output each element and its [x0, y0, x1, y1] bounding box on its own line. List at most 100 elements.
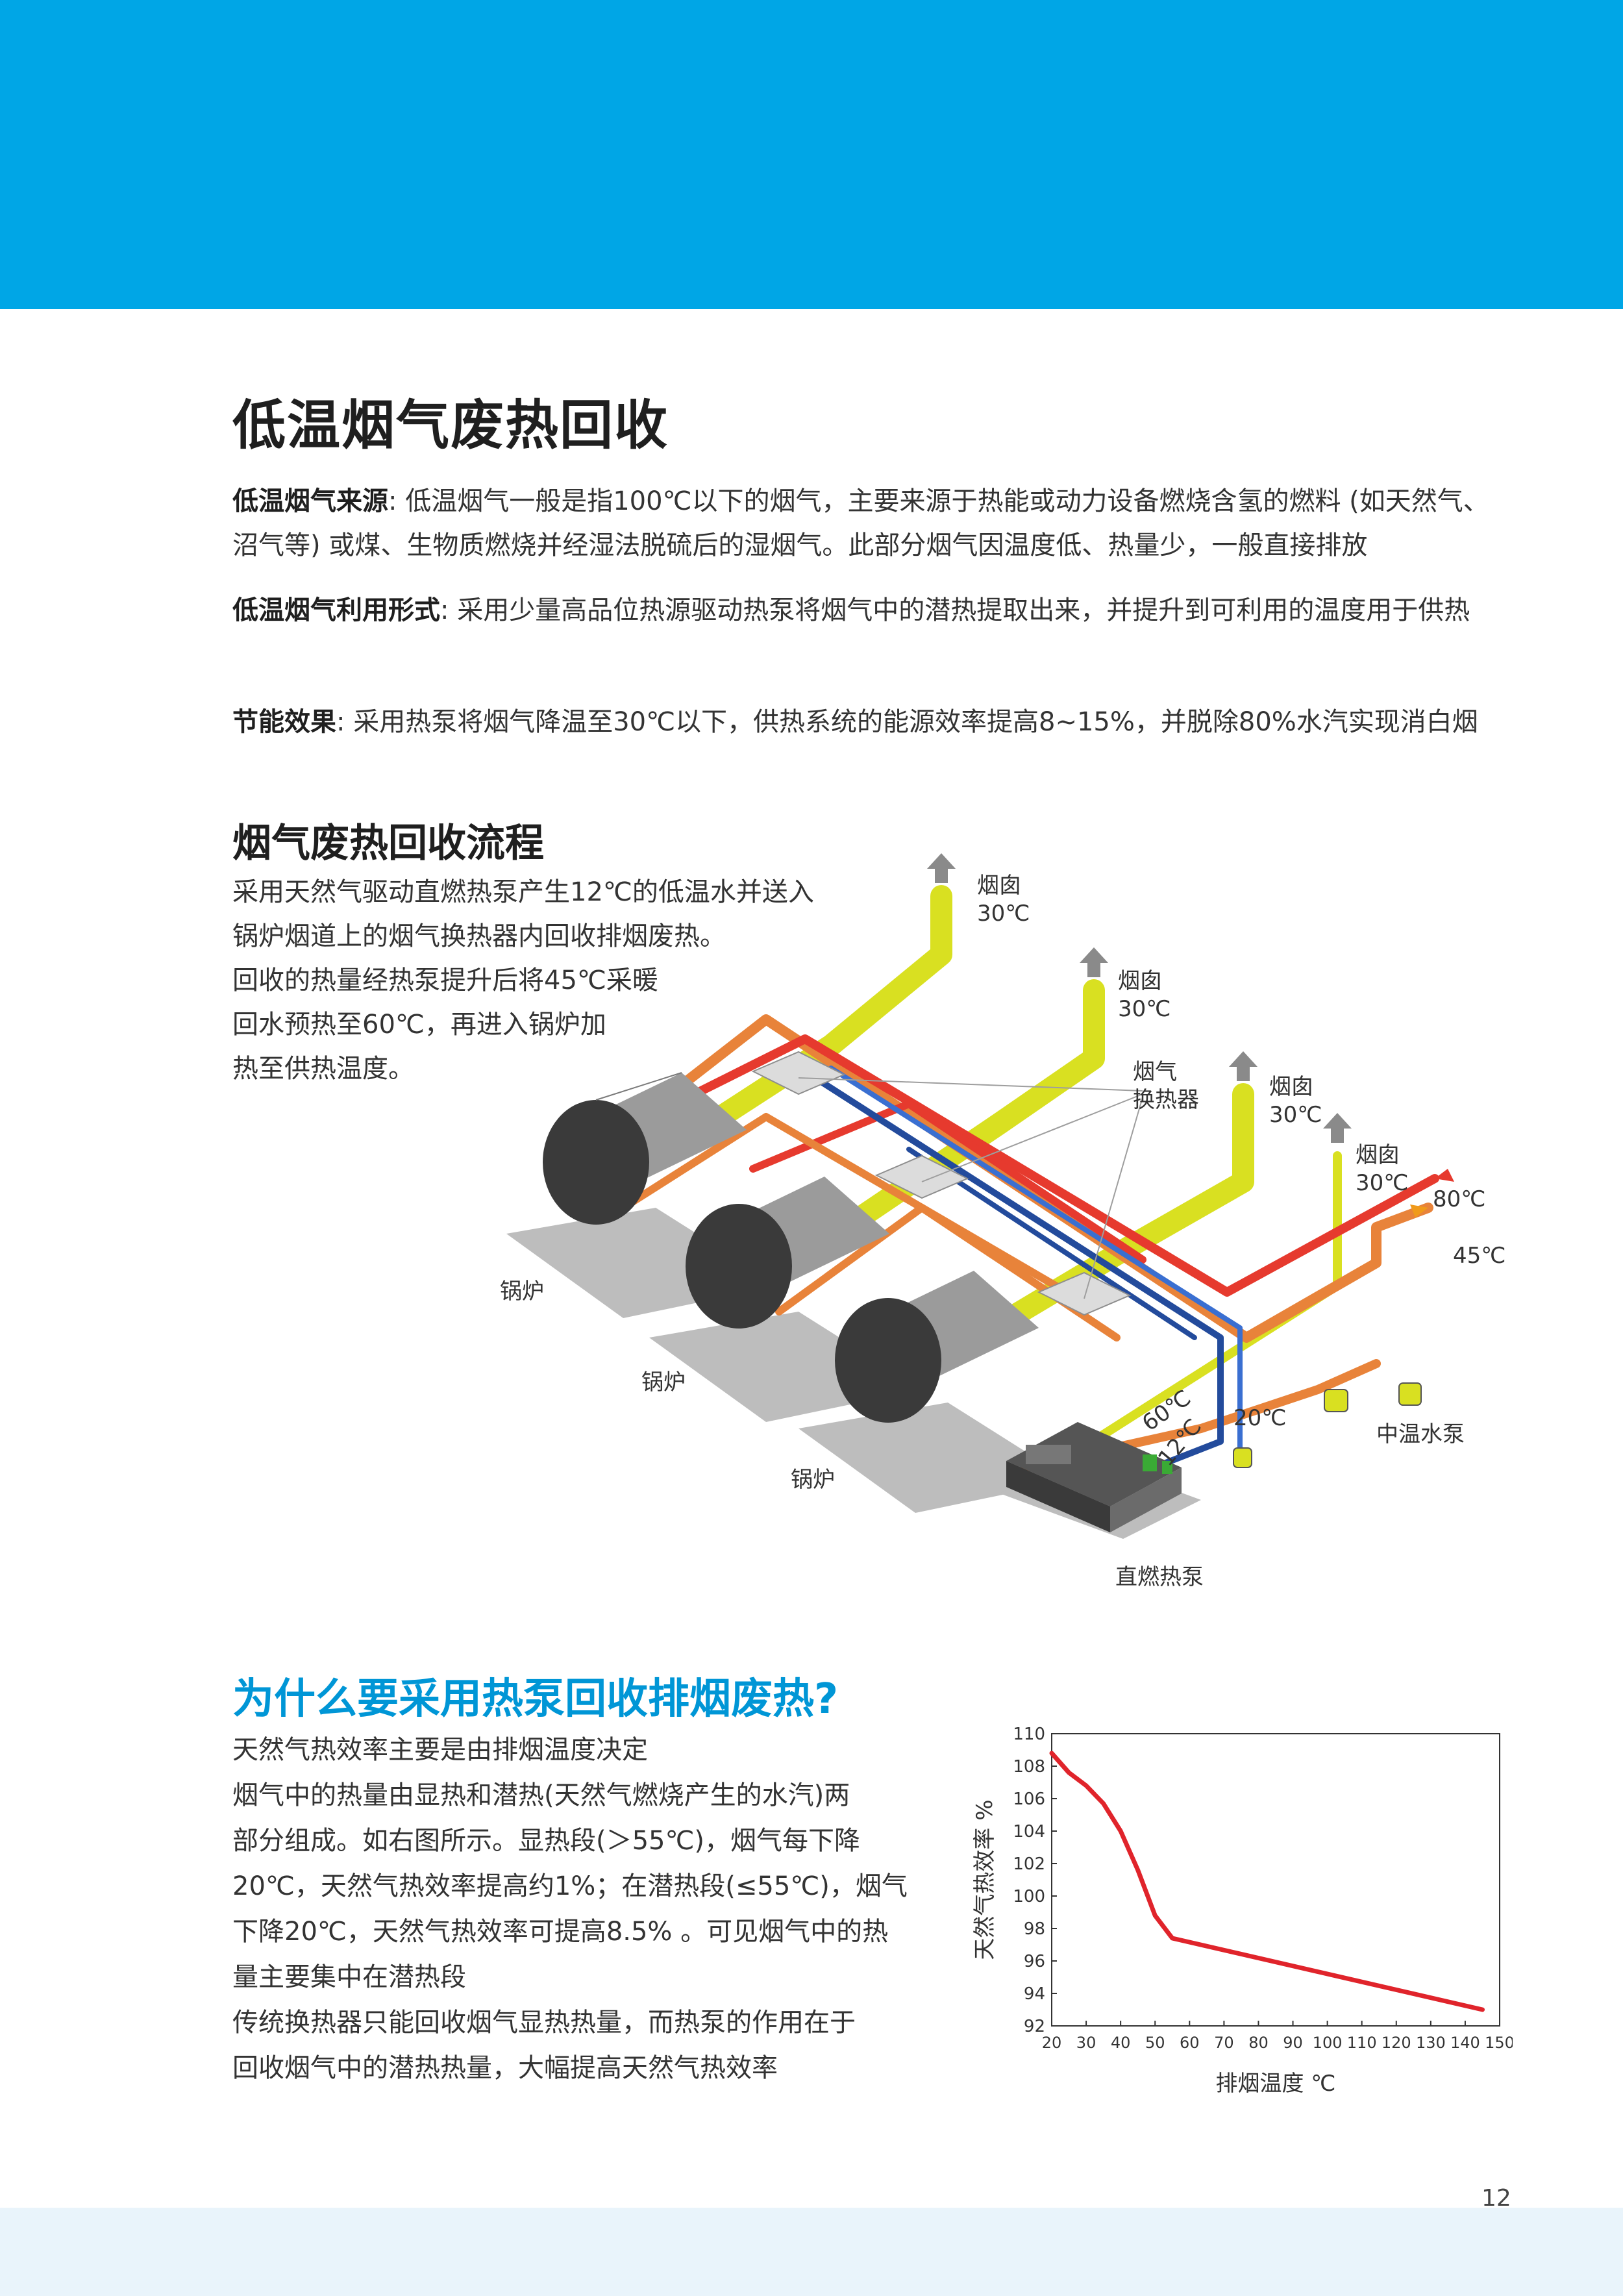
pump-icon [1324, 1389, 1348, 1412]
intro-line: 回收的热量经热泵提升后将45℃采暖 [232, 966, 658, 995]
y-tick-label: 108 [1013, 1757, 1045, 1777]
paragraph-label: 低温烟气利用形式 [232, 595, 440, 625]
temp-20: 20℃ [1233, 1405, 1286, 1431]
page-number: 12 [1481, 2185, 1511, 2212]
x-tick-label: 100 [1313, 2034, 1343, 2052]
why-text: 天然气热效率主要是由排烟温度决定 烟气中的热量由显热和潜热(天然气燃烧产生的水汽… [232, 1727, 921, 2091]
y-tick-label: 98 [1024, 1919, 1045, 1939]
x-tick-label: 50 [1145, 2034, 1165, 2052]
section-title-why: 为什么要采用热泵回收排烟废热? [232, 1675, 839, 1723]
why-line: 天然气热效率主要是由排烟温度决定 [232, 1735, 648, 1765]
x-axis-label: 排烟温度 ℃ [1216, 2071, 1336, 2097]
flue-duct [739, 979, 1105, 1303]
paragraph-source: 低温烟气来源: 低温烟气一般是指100℃以下的烟气，主要来源于热能或动力设备燃烧… [232, 479, 1515, 568]
chimney-label: 烟囱 [1269, 1074, 1313, 1100]
cold-water-pipe [828, 1066, 1243, 1451]
efficiency-chart: 92 94 96 98 100 102 104 106 108 110 20 30 40 50 60 70 80… [954, 1714, 1515, 2117]
x-tick-label: 70 [1214, 2034, 1234, 2052]
chimney-temp: 30℃ [977, 901, 1030, 927]
boiler-1 [543, 1072, 747, 1225]
boiler-3 [835, 1271, 1039, 1423]
y-tick-label: 102 [1013, 1854, 1045, 1874]
chimney-label: 烟囱 [1356, 1142, 1400, 1168]
x-tick-label: 40 [1111, 2034, 1131, 2052]
y-tick-label: 92 [1024, 2017, 1045, 2036]
chimney-label: 烟囱 [977, 873, 1021, 899]
process-diagram: 烟囱 30℃ 烟囱 30℃ 烟囱 30℃ 烟囱 30℃ 烟气 换热器 锅炉 锅炉… [500, 853, 1505, 1590]
boiler-label: 锅炉 [641, 1369, 686, 1395]
why-line: 回收烟气中的潜热热量，大幅提高天然气热效率 [232, 2053, 778, 2083]
x-tick-label: 120 [1381, 2034, 1411, 2052]
y-axis-label: 天然气热效率 % [972, 1799, 998, 1960]
chimney-temp: 30℃ [1118, 996, 1171, 1022]
why-line: 传统换热器只能回收烟气显热热量，而热泵的作用在于 [232, 2008, 856, 2038]
chimney-temp: 30℃ [1356, 1170, 1408, 1196]
x-tick-label: 60 [1180, 2034, 1200, 2052]
paragraph-usage: 低温烟气利用形式: 采用少量高品位热源驱动热泵将烟气中的潜热提取出来，并提升到可… [232, 588, 1515, 632]
arrow-up-icon [1229, 1051, 1258, 1081]
y-tick-label: 100 [1013, 1887, 1045, 1906]
x-tick-label: 140 [1450, 2034, 1480, 2052]
plot-frame [1051, 1733, 1500, 2027]
flue-heat-exchanger [1037, 1271, 1132, 1316]
leader-line [798, 1077, 1143, 1092]
return-temp: 45℃ [1453, 1243, 1505, 1269]
paragraph-label: 节能效果 [232, 707, 336, 737]
why-line: 下降20℃，天然气热效率可提高8.5% 。可见烟气中的热 [232, 1917, 889, 1947]
supply-pipe [671, 1034, 1439, 1297]
paragraph-effect: 节能效果: 采用热泵将烟气降温至30℃以下，供热系统的能源效率提高8~15%，并… [232, 700, 1515, 744]
page-title: 低温烟气废热回收 [232, 395, 669, 456]
footer-band [0, 2208, 1623, 2296]
efficiency-curve [1049, 1751, 1485, 2012]
boiler-2 [686, 1177, 889, 1329]
chimney-temp: 30℃ [1269, 1102, 1322, 1128]
pump-icon [1398, 1382, 1422, 1406]
intro-line: 锅炉烟道上的烟气换热器内回收排烟废热。 [232, 921, 726, 951]
x-tick-label: 20 [1042, 2034, 1062, 2052]
flue-heat-exchanger [751, 1051, 846, 1095]
intro-line: 热至供热温度。 [232, 1054, 414, 1084]
heat-pump-label: 直燃热泵 [1115, 1564, 1204, 1590]
arrow-up-icon [1323, 1113, 1352, 1143]
pump-icon [1233, 1447, 1252, 1468]
section-title-process: 烟气废热回收流程 [232, 821, 544, 866]
arrow-left-icon [1410, 1204, 1428, 1217]
intro-line: 采用天然气驱动直燃热泵产生12℃的低温水并送入 [232, 877, 814, 907]
paragraph-text: : 低温烟气一般是指100℃以下的烟气，主要来源于热能或动力设备燃烧含氢的燃料 … [232, 486, 1489, 560]
valve-icon [1162, 1461, 1172, 1474]
arrow-up-icon [927, 853, 956, 883]
paragraph-label: 低温烟气来源 [232, 486, 388, 516]
boiler-label: 锅炉 [500, 1279, 544, 1304]
x-tick-label: 110 [1347, 2034, 1377, 2052]
arrow-right-icon [1435, 1169, 1454, 1182]
paragraph-text: : 采用热泵将烟气降温至30℃以下，供热系统的能源效率提高8~15%，并脱除80… [336, 707, 1478, 737]
supply-temp: 80℃ [1433, 1186, 1485, 1212]
x-tick-label: 150 [1485, 2034, 1513, 2052]
x-tick-label: 30 [1076, 2034, 1096, 2052]
x-tick-label: 130 [1416, 2034, 1446, 2052]
arrow-up-icon [1080, 947, 1108, 977]
why-line: 量主要集中在潜热段 [232, 1962, 466, 1992]
y-tick-label: 104 [1013, 1822, 1045, 1841]
y-tick-label: 94 [1024, 1984, 1045, 2004]
leader-line [1084, 1097, 1143, 1299]
why-line: 烟气中的热量由显热和潜热(天然气燃烧产生的水汽)两 [232, 1780, 850, 1810]
chimney-label: 烟囱 [1118, 968, 1162, 994]
boiler-label: 锅炉 [791, 1467, 835, 1493]
paragraph-text: : 采用少量高品位热源驱动热泵将烟气中的潜热提取出来，并提升到可利用的温度用于供… [440, 595, 1470, 625]
boiler-base [799, 1403, 1071, 1513]
y-tick-label: 110 [1013, 1725, 1045, 1744]
exchanger-label: 烟气 [1133, 1059, 1177, 1085]
supply-pipe [749, 1100, 1146, 1264]
leader-line [921, 1093, 1143, 1182]
x-tick-label: 80 [1248, 2034, 1269, 2052]
y-tick-label: 96 [1024, 1952, 1045, 1971]
x-tick-label: 90 [1283, 2034, 1303, 2052]
pump-label: 中温水泵 [1376, 1421, 1465, 1447]
top-banner [0, 0, 1623, 309]
heat-pump-unit [1000, 1422, 1201, 1539]
process-intro: 采用天然气驱动直燃热泵产生12℃的低温水并送入 锅炉烟道上的烟气换热器内回收排烟… [232, 870, 882, 1091]
y-tick-label: 106 [1013, 1790, 1045, 1809]
why-line: 部分组成。如右图所示。显热段(＞55℃)，烟气每下降 [232, 1826, 861, 1856]
intro-line: 回水预热至60℃，再进入锅炉加 [232, 1010, 606, 1040]
